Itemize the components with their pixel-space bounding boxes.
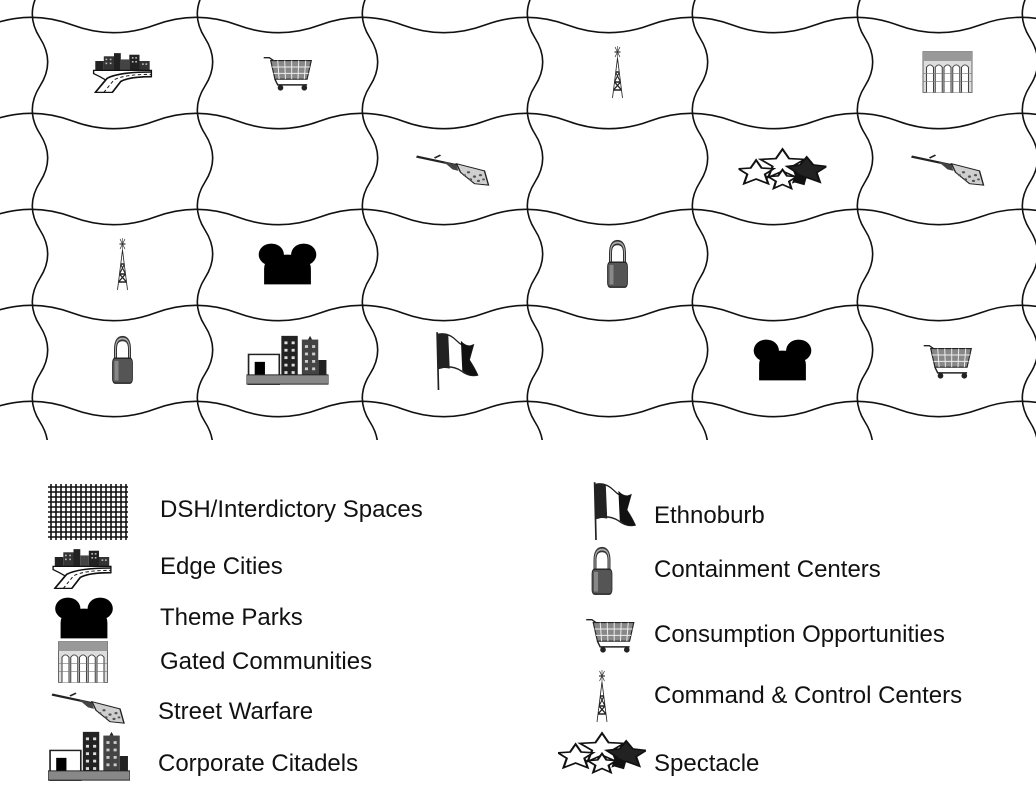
grid-vertical-line xyxy=(856,0,874,440)
tile-tower-icon xyxy=(612,46,623,99)
tile-lock-icon xyxy=(607,239,628,288)
legend-label: Containment Centers xyxy=(654,556,881,583)
legend-label: Gated Communities xyxy=(160,648,373,675)
theme-park-ears-icon xyxy=(48,596,120,645)
tile-rifle-icon xyxy=(911,154,985,186)
tile-ears-icon xyxy=(258,243,317,285)
tile-cart-icon xyxy=(923,345,973,379)
tile-cart-icon xyxy=(263,57,313,91)
grid-vertical-line xyxy=(691,0,709,440)
grid-horizontal-line xyxy=(0,304,1036,322)
grid-horizontal-line xyxy=(0,208,1036,226)
legend-label: Edge Cities xyxy=(160,553,283,580)
grid-horizontal-line xyxy=(0,400,1036,418)
wavy-grid-lines xyxy=(0,0,1036,440)
legend-label: Theme Parks xyxy=(160,604,303,631)
grid-horizontal-line xyxy=(0,16,1036,34)
legend-label: DSH/Interdictory Spaces xyxy=(160,496,423,523)
legend-label: Street Warfare xyxy=(158,698,314,725)
grid-vertical-line xyxy=(1021,0,1036,439)
tile-stars-icon xyxy=(738,147,827,190)
grid-vertical-line xyxy=(526,0,544,440)
flag-icon xyxy=(582,480,638,545)
tile-lock-icon xyxy=(112,335,133,384)
gated-community-icon xyxy=(48,640,118,689)
grid-vertical-line xyxy=(31,0,49,440)
legend-label: Command & Control Centers xyxy=(654,682,963,709)
padlock-icon xyxy=(582,546,622,601)
tile-edge-city-icon xyxy=(92,53,153,94)
legend-label: Spectacle xyxy=(654,750,760,777)
tile-gated-icon xyxy=(922,51,973,93)
stars-icon xyxy=(555,730,649,779)
grid-vertical-line xyxy=(361,0,379,440)
legend-label: Ethnoburb xyxy=(654,502,765,529)
radio-tower-icon xyxy=(582,668,622,729)
corporate-citadel-icon xyxy=(47,730,131,787)
legend-label: Corporate Citadels xyxy=(158,750,359,777)
tile-ears-icon xyxy=(753,339,812,381)
tile-tower-icon xyxy=(117,238,128,291)
grid-horizontal-line xyxy=(0,112,1036,130)
hatch-icon xyxy=(48,484,128,545)
tile-flag-icon xyxy=(436,332,479,390)
tile-citadel-icon xyxy=(246,335,329,385)
tile-rifle-icon xyxy=(416,154,490,186)
tile-icons xyxy=(92,46,985,390)
legend-label: Consumption Opportunities xyxy=(654,621,945,648)
edge-city-icon xyxy=(48,546,116,595)
shopping-cart-icon xyxy=(582,614,638,659)
city-tile-map xyxy=(0,0,1036,440)
rifle-icon xyxy=(48,686,128,731)
grid-vertical-line xyxy=(196,0,214,440)
